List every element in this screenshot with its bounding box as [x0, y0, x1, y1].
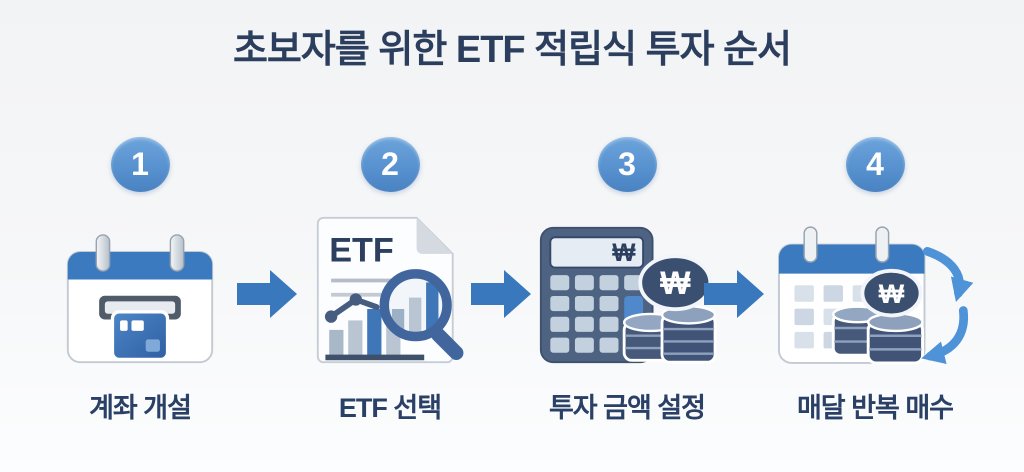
page-title: 초보자를 위한 ETF 적립식 투자 순서 — [232, 29, 792, 71]
step-2-number-badge: 2 — [360, 137, 420, 192]
calculator-display-symbol: ₩ — [612, 240, 636, 267]
step-3: 3 ₩ — [525, 137, 729, 425]
step-4-number: 4 — [866, 146, 884, 182]
step-4-label: 매달 반복 매수 — [796, 393, 954, 423]
won-coin-symbol: ₩ — [660, 265, 691, 301]
arrow-right-icon — [237, 270, 297, 318]
step-1: 1 — [38, 137, 242, 425]
etf-document-title: ETF — [329, 232, 394, 270]
step-1-number: 1 — [131, 146, 149, 182]
repeat-arrows-icon — [921, 246, 973, 365]
step-4: 4 — [773, 137, 977, 425]
step-2-label: ETF 선택 — [338, 393, 442, 423]
arrow-right-icon — [471, 270, 531, 318]
step-1-label: 계좌 개설 — [89, 393, 192, 423]
arrow-right-icon — [704, 270, 764, 318]
calculator-coins-icon: ₩ ₩ — [539, 226, 717, 364]
step-3-number-badge: 3 — [597, 137, 657, 192]
step-2: 2 ETF — [288, 137, 492, 425]
calendar-coins-repeat-icon: ₩ — [777, 226, 973, 365]
step-3-number: 3 — [618, 146, 636, 182]
step-2-number: 2 — [381, 146, 399, 182]
step-3-label: 투자 금액 설정 — [548, 393, 706, 423]
won-coin-symbol: ₩ — [879, 278, 905, 309]
step-1-number-badge: 1 — [110, 137, 170, 192]
etf-document-magnifier-icon: ETF — [316, 216, 464, 364]
account-card-icon — [66, 234, 214, 364]
coin-stack — [866, 312, 924, 365]
step-4-number-badge: 4 — [845, 137, 905, 192]
